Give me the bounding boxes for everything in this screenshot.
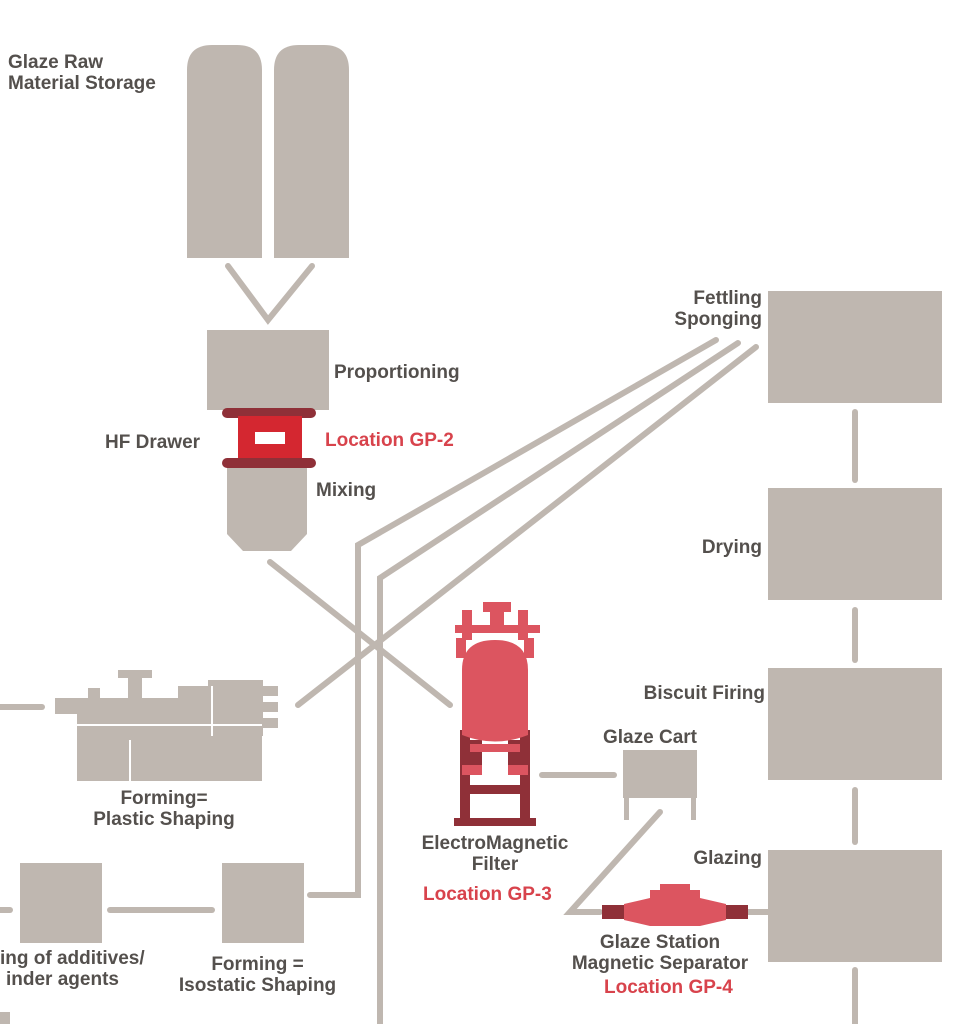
press-detail-lines — [77, 686, 262, 781]
proportioning-label: Proportioning — [334, 362, 460, 383]
magnetic-separator-icon — [602, 884, 748, 926]
mixing-tank — [227, 468, 307, 551]
drying-label: Drying — [701, 537, 762, 558]
glazing-label: Glazing — [693, 848, 762, 869]
cart-to-glazing-line — [563, 809, 663, 915]
hf-drawer-icon — [222, 408, 316, 468]
mixing-label: Mixing — [316, 480, 377, 501]
isostatic-label: Forming = Isostatic Shaping — [178, 954, 337, 996]
plastic-forming-press-icon — [55, 670, 278, 781]
proportioning-box — [207, 330, 329, 410]
fettling-line-1 — [307, 337, 719, 898]
fettling-line-2 — [377, 340, 741, 1024]
drying-box — [768, 488, 942, 600]
additives-label: ing of additives/ inder agents — [0, 948, 145, 990]
glazing-box — [768, 850, 942, 962]
hf-drawer-label: HF Drawer — [105, 432, 201, 453]
gp3-location-label: Location GP-3 — [423, 884, 552, 905]
hopper-chute-line — [225, 263, 315, 325]
electromagnetic-filter-icon — [454, 602, 540, 826]
connector-lines — [0, 263, 858, 1024]
glaze-cart-label: Glaze Cart — [603, 727, 697, 748]
mixer-to-filter-line — [267, 559, 453, 708]
biscuit-firing-box — [768, 668, 942, 780]
gp4-location-label: Location GP-4 — [604, 977, 733, 998]
glaze-cart-icon — [623, 750, 697, 820]
gp2-location-label: Location GP-2 — [325, 430, 454, 451]
fettling-box — [768, 291, 942, 403]
biscuit-firing-label: Biscuit Firing — [643, 683, 765, 704]
plastic-shaping-label: Forming= Plastic Shaping — [93, 788, 235, 830]
separator-label: Glaze Station Magnetic Separator — [571, 932, 749, 974]
glaze-storage-silos — [187, 45, 349, 258]
additives-box — [20, 863, 102, 943]
edge-box — [0, 1012, 10, 1024]
fettling-label: Fettling Sponging — [674, 288, 762, 330]
em-filter-label: ElectroMagnetic Filter — [421, 833, 569, 875]
isostatic-box — [222, 863, 304, 943]
glaze-storage-label: Glaze Raw Material Storage — [8, 52, 156, 94]
